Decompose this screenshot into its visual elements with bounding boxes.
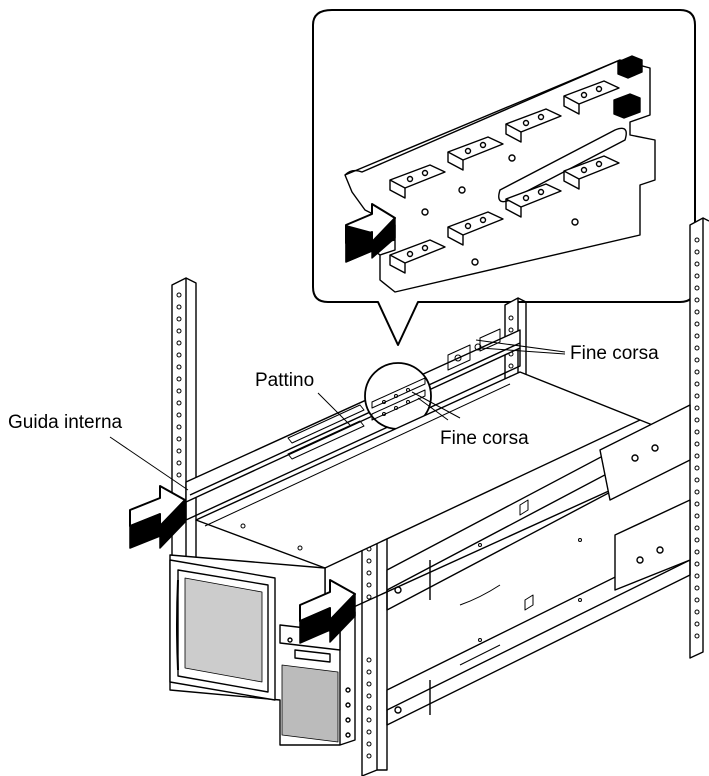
front-bezel-door (169, 559, 276, 701)
slide-pads-lower (389, 155, 620, 274)
label-fine-corsa-center: Fine corsa (440, 428, 529, 450)
push-arrow-icon (299, 579, 356, 644)
rack-post-far-right (689, 217, 709, 659)
label-guida-interna: Guida interna (8, 412, 123, 434)
server-chassis (169, 371, 656, 746)
push-arrow-icon (345, 203, 396, 263)
detail-callout (312, 9, 696, 346)
label-fine-corsa-right: Fine corsa (570, 343, 659, 365)
magnified-inner-rail (344, 55, 656, 293)
leader-lines (109, 339, 566, 491)
push-arrow-icon (129, 485, 186, 549)
slide-pads-upper (389, 80, 620, 199)
magnifier-detail (371, 377, 426, 421)
label-pattino: Pattino (255, 370, 315, 392)
rail-stop-tabs (613, 55, 643, 119)
outer-rail-right-upper (386, 404, 691, 611)
outer-rail-right-lower (386, 499, 691, 726)
